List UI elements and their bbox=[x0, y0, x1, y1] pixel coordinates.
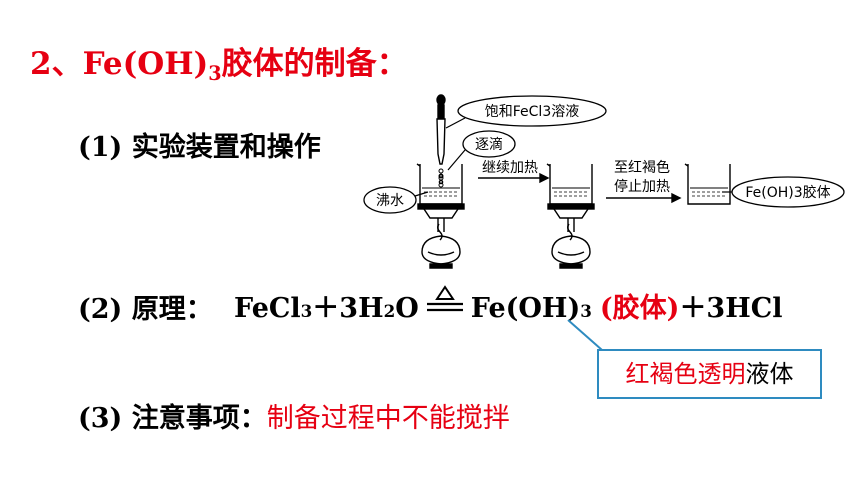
product-callout-bubble bbox=[722, 176, 845, 208]
title-text: 胶体的制备： bbox=[221, 46, 408, 82]
title-formula: Fe(OH) bbox=[82, 46, 209, 82]
burner-2-icon bbox=[547, 203, 595, 269]
beaker-2-icon bbox=[546, 163, 593, 205]
callout-pointer bbox=[567, 319, 603, 351]
reagent-label: 饱和FeCl3溶液 bbox=[485, 104, 579, 120]
product2: ＋3HCl bbox=[679, 293, 783, 324]
callout-red-text: 红褐色透明 bbox=[625, 360, 746, 388]
dropper-icon bbox=[436, 94, 446, 165]
section2-heading: (2) 原理： bbox=[78, 294, 213, 325]
apparatus-diagram: 饱和FeCl3溶液 逐滴 沸水 bbox=[360, 92, 860, 274]
arrow2-label-line1: 至红褐色 bbox=[614, 159, 670, 176]
colloid-note: (胶体) bbox=[599, 293, 680, 324]
section1-heading: (1) 实验装置和操作 bbox=[78, 132, 321, 163]
arrow-1-icon bbox=[478, 172, 550, 184]
water-label: 沸水 bbox=[376, 193, 404, 209]
reactant2: ＋3H bbox=[312, 293, 384, 324]
callout-black-text: 液体 bbox=[745, 360, 794, 388]
page-title: 2、Fe(OH)3胶体的制备： bbox=[30, 38, 408, 83]
reagent-callout-bubble bbox=[445, 95, 607, 129]
section3-heading: (3) 注意事项： bbox=[78, 403, 267, 434]
reactant2-tail: O bbox=[395, 293, 419, 324]
water-callout-bubble bbox=[363, 186, 429, 214]
section3: (3) 注意事项：制备过程中不能搅拌 bbox=[78, 396, 510, 435]
drip-label: 逐滴 bbox=[475, 136, 503, 153]
product1: Fe(OH) bbox=[470, 293, 581, 324]
arrow2-label-line2: 停止加热 bbox=[614, 178, 670, 195]
drip-callout-bubble bbox=[447, 130, 516, 171]
callout-box: 红褐色透明液体 bbox=[597, 349, 822, 399]
heat-equals-icon bbox=[423, 285, 467, 317]
reactant1: FeCl bbox=[234, 293, 301, 324]
section3-note: 制备过程中不能搅拌 bbox=[266, 403, 510, 434]
title-formula-subscript: 3 bbox=[208, 61, 222, 85]
arrow1-label: 继续加热 bbox=[482, 159, 538, 176]
beaker-3-icon bbox=[684, 163, 731, 205]
title-number: 2、 bbox=[30, 46, 83, 82]
product-label: Fe(OH)3胶体 bbox=[745, 184, 830, 201]
apparatus-drawing: 饱和FeCl3溶液 逐滴 沸水 bbox=[363, 94, 845, 269]
arrow-2-icon bbox=[606, 192, 682, 204]
burner-1-icon bbox=[417, 203, 465, 269]
